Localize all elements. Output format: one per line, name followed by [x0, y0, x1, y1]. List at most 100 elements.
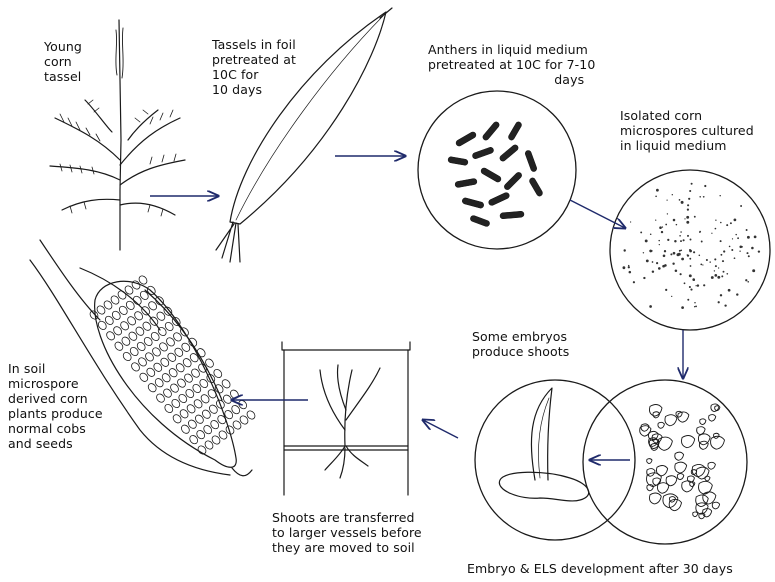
microspore-dot: [681, 258, 684, 261]
els-cluster: [675, 452, 684, 460]
microspore-dot: [714, 270, 715, 271]
microspore-dot: [672, 194, 673, 195]
microspore-dot: [723, 250, 725, 252]
microspore-dot: [684, 218, 685, 219]
els-cluster: [693, 512, 698, 517]
microspore-dot: [640, 231, 642, 233]
microspore-dot: [663, 255, 666, 258]
microspore-dot: [686, 221, 689, 224]
microspore-dot: [747, 236, 750, 239]
microspore-dot: [680, 240, 682, 242]
microspore-dot: [672, 263, 674, 265]
microspore-dot: [699, 196, 701, 198]
microspore-dot: [693, 279, 695, 281]
process-arrows: [150, 156, 683, 460]
microspore-dot: [700, 264, 702, 266]
microspore-dot: [746, 252, 748, 254]
microspore-dot: [724, 304, 726, 306]
microspore-dot: [667, 239, 669, 241]
microspore-dot: [703, 284, 705, 286]
microspore-dot: [633, 281, 635, 283]
microspore-dot: [734, 219, 737, 222]
els-cluster: [658, 422, 665, 428]
els-cluster: [699, 441, 708, 449]
microspore-dot: [688, 198, 690, 200]
microspore-dot: [748, 255, 750, 257]
microspore-dot: [645, 239, 648, 242]
microspore-dot: [687, 299, 689, 301]
microspore-dot: [721, 275, 723, 277]
microspore-dot: [722, 260, 724, 262]
microspore-dot: [701, 241, 703, 243]
microspore-dot: [702, 264, 703, 265]
microspore-dot: [694, 306, 695, 307]
microspore-dot: [649, 250, 651, 252]
microspore-dot: [675, 270, 678, 273]
microspore-dot: [674, 240, 676, 242]
microspore-dot: [628, 266, 630, 268]
microspore-dot: [693, 251, 695, 253]
microspore-dot: [690, 289, 692, 291]
microspore-dot: [689, 249, 691, 251]
microspore-dot: [746, 229, 748, 231]
microspore-dot: [683, 239, 685, 241]
microspore-dot: [687, 209, 689, 211]
microspore-dot: [623, 249, 625, 251]
microspore-dot: [666, 199, 667, 200]
els-cluster: [697, 427, 705, 435]
arrow-anthers-to-microspores: [570, 200, 625, 228]
microspore-dot: [717, 276, 720, 279]
microspore-dot: [658, 267, 661, 270]
microspore-dot: [643, 252, 644, 253]
microspore-dot: [723, 271, 725, 273]
microspore-dot: [689, 258, 691, 260]
microspore-dot: [628, 265, 629, 266]
microspore-dot: [680, 273, 682, 275]
microspore-dot: [719, 195, 720, 196]
microspore-dot: [703, 196, 705, 198]
microspore-dot: [690, 265, 692, 267]
microspore-dot: [711, 276, 714, 279]
microspore-dot: [706, 259, 708, 261]
microspore-dot: [720, 222, 722, 224]
els-cluster: [709, 415, 716, 422]
microspore-dot: [665, 224, 667, 226]
microspore-dot: [689, 286, 691, 288]
microspore-dot: [662, 265, 665, 268]
microspore-dot: [630, 221, 631, 222]
microspore-dot: [670, 253, 672, 255]
microspore-dot: [720, 294, 722, 296]
microspore-dot: [691, 183, 693, 185]
microspore-dot: [729, 246, 731, 248]
microspore-dot: [661, 231, 663, 233]
microspore-dot: [652, 261, 654, 263]
microspore-dot: [734, 257, 736, 259]
embryo-els-dishes: [475, 380, 747, 544]
microspore-dot: [664, 250, 666, 252]
microspore-dot: [662, 226, 663, 227]
microspore-dot: [709, 261, 710, 262]
microspore-dot: [690, 239, 692, 241]
microspore-dot: [695, 306, 697, 308]
els-cluster: [677, 474, 683, 480]
microspore-dot: [655, 195, 657, 197]
microspore-dot: [697, 284, 699, 286]
microspore-dot: [695, 285, 696, 286]
microspore-dot: [740, 205, 742, 207]
microspore-dot: [737, 237, 739, 239]
microspore-dot: [689, 190, 691, 192]
els-cluster: [649, 493, 661, 504]
microspore-dot: [735, 234, 736, 235]
arrow-embryo-to-vessel: [423, 420, 458, 438]
microspore-dot: [686, 216, 689, 219]
microspore-dot: [650, 234, 652, 236]
els-cluster: [666, 476, 677, 486]
microspore-dot: [687, 235, 689, 237]
microspore-dot: [726, 224, 728, 226]
shoot-vessel-drawing: [282, 342, 410, 495]
microspore-dot: [699, 231, 701, 233]
microspore-dot: [711, 233, 712, 234]
microspore-dot: [678, 253, 681, 256]
